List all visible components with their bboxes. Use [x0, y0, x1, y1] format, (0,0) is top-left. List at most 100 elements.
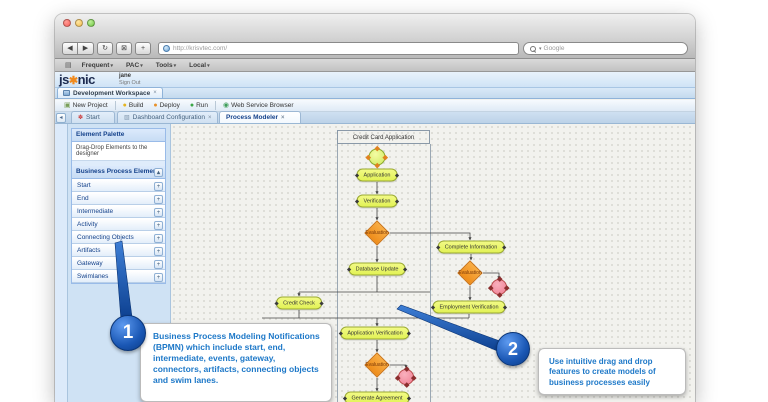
jsonic-logo: js✱nic: [59, 72, 95, 87]
editor-tab-bar: ◂ ✽Start▧Dashboard Configuration×Process…: [55, 111, 695, 124]
dashboard-tab-icon: ▧: [124, 115, 130, 121]
flow-node-evaluation-1[interactable]: Evaluation: [364, 220, 390, 246]
workspace-tab-bar: Development Workspace ×: [55, 87, 695, 99]
build-icon: ●: [122, 102, 127, 109]
flow-node-evaluation-2[interactable]: Evaluation: [457, 260, 483, 286]
palette-item-end[interactable]: End+: [72, 192, 165, 205]
task-label: Application: [363, 172, 391, 178]
expand-item-icon[interactable]: +: [154, 195, 163, 204]
expand-item-icon[interactable]: +: [154, 234, 163, 243]
tab-dashboard-configuration[interactable]: ▧Dashboard Configuration×: [117, 111, 219, 123]
flow-node-end-event-1[interactable]: [487, 275, 509, 297]
bookmarks-book-icon[interactable]: ▤: [65, 62, 72, 69]
sign-out-link[interactable]: Sign Out: [119, 79, 141, 86]
flow-node-evaluation-3[interactable]: Evaluation: [364, 352, 390, 378]
palette-item-label: Gateway: [77, 260, 103, 267]
callout-1-text: Business Process Modeling Notifications …: [140, 323, 332, 402]
minimize-window-icon[interactable]: [75, 19, 83, 27]
flow-node-application[interactable]: Application: [356, 168, 398, 182]
selection-handle: [403, 381, 409, 387]
address-bar[interactable]: http://krisvtec.com/: [158, 42, 519, 55]
close-tab-icon[interactable]: ×: [281, 114, 285, 121]
bookmark-menu-tools[interactable]: Tools▾: [155, 61, 177, 69]
expand-item-icon[interactable]: +: [154, 221, 163, 230]
globe-icon: [163, 45, 170, 52]
reload-button[interactable]: ↻: [97, 42, 113, 55]
add-button[interactable]: +: [135, 42, 151, 55]
palette-item-intermediate[interactable]: Intermediate+: [72, 205, 165, 218]
task-label: Complete Information: [444, 244, 498, 250]
chevron-down-icon: ▾: [140, 62, 143, 69]
toolbar-button-build[interactable]: ●Build: [118, 100, 149, 111]
flow-node-application-verification[interactable]: Application Verification: [340, 326, 410, 340]
selection-handle: [410, 374, 416, 380]
close-tab-icon[interactable]: ×: [153, 90, 157, 96]
palette-item-activity[interactable]: Activity+: [72, 218, 165, 231]
palette-item-start[interactable]: Start+: [72, 179, 165, 192]
search-options-caret-icon[interactable]: ▾: [539, 45, 542, 52]
palette-item-label: Connecting Objects: [77, 234, 134, 241]
close-window-icon[interactable]: [63, 19, 71, 27]
chevron-down-icon: ▾: [207, 62, 210, 69]
search-placeholder: Google: [543, 45, 565, 52]
bookmark-menu-frequent[interactable]: Frequent▾: [81, 61, 113, 69]
collapse-sidebar-button[interactable]: ◂: [56, 113, 66, 123]
flow-node-employment-verification[interactable]: Employment Verification: [432, 300, 506, 314]
selection-handle: [496, 291, 502, 297]
zoom-window-icon[interactable]: [87, 19, 95, 27]
task-label: Employment Verification: [439, 304, 499, 310]
flow-node-credit-check[interactable]: Credit Check: [276, 296, 322, 310]
tab-process-modeler[interactable]: Process Modeler×: [219, 111, 301, 123]
web-service-browser-icon: ◉: [223, 102, 230, 109]
toolbar-button-web-service-browser[interactable]: ◉Web Service Browser: [218, 100, 298, 111]
expand-item-icon[interactable]: +: [154, 208, 163, 217]
selection-handle: [403, 365, 409, 371]
url-text: http://krisvtec.com/: [173, 45, 228, 52]
callout-1-badge: 1: [110, 315, 146, 351]
palette-item-gateway[interactable]: Gateway +: [72, 257, 165, 270]
expand-item-icon[interactable]: +: [154, 260, 163, 269]
gateway-label: Evaluation: [365, 362, 389, 368]
toolbar-button-new-project[interactable]: ▣New Project: [59, 100, 113, 111]
search-input[interactable]: ▾ Google: [523, 42, 688, 55]
flow-node-database-update[interactable]: Database Update: [348, 262, 406, 276]
collapse-section-icon[interactable]: ▴: [154, 168, 163, 177]
forward-button[interactable]: ▶: [78, 42, 94, 55]
toolbar-button-label: Deploy: [159, 102, 180, 109]
expand-item-icon[interactable]: +: [154, 182, 163, 191]
snapback-button[interactable]: ⊠: [116, 42, 132, 55]
palette-item-connecting-objects[interactable]: Connecting Objects +: [72, 231, 165, 244]
app-header: js✱nic jane Sign Out: [55, 72, 695, 88]
palette-title: Element Palette: [72, 129, 165, 142]
back-button[interactable]: ◀: [62, 42, 78, 55]
toolbar-button-run[interactable]: ●Run: [185, 100, 213, 111]
bookmark-menu-pac[interactable]: PAC▾: [125, 61, 143, 69]
sun-icon: ✱: [68, 75, 78, 87]
palette-item-artifacts[interactable]: Artifacts+: [72, 244, 165, 257]
toolbar-button-deploy[interactable]: ●Deploy: [148, 100, 184, 111]
expand-item-icon[interactable]: +: [154, 247, 163, 256]
tab-start[interactable]: ✽Start: [71, 111, 115, 123]
close-tab-icon[interactable]: ×: [207, 114, 212, 121]
palette-hint: Drag-Drop Elements to the designer: [72, 142, 165, 161]
browser-chrome: ◀▶↻⊠+ http://krisvtec.com/ ▾ Google: [55, 14, 695, 59]
task-label: Database Update: [355, 266, 399, 272]
task-label: Application Verification: [347, 330, 403, 336]
pool-header[interactable]: Credit Card Application: [337, 130, 430, 144]
section-business-process-elements[interactable]: Business Process Elements ▴: [72, 166, 165, 179]
expand-item-icon[interactable]: +: [154, 273, 163, 282]
sidebar-gutter: [55, 124, 68, 402]
selection-handle: [394, 374, 400, 380]
workspace-icon: [63, 90, 70, 96]
tab-development-workspace[interactable]: Development Workspace ×: [57, 87, 163, 98]
flow-node-start-event[interactable]: [365, 145, 388, 168]
palette-item-swimlanes[interactable]: Swimlanes+: [72, 270, 165, 283]
task-label: Generate Agreement: [351, 395, 403, 401]
flow-node-complete-information[interactable]: Complete Information: [437, 240, 505, 254]
flow-node-verification[interactable]: Verification: [356, 194, 398, 208]
toolbar-button-label: Build: [128, 102, 144, 109]
flow-node-generate-agreement[interactable]: Generate Agreement: [344, 391, 410, 402]
bookmark-menu-local[interactable]: Local▾: [189, 61, 210, 69]
flow-node-end-event-2[interactable]: [394, 365, 416, 387]
toolbar-button-label: New Project: [72, 102, 108, 109]
